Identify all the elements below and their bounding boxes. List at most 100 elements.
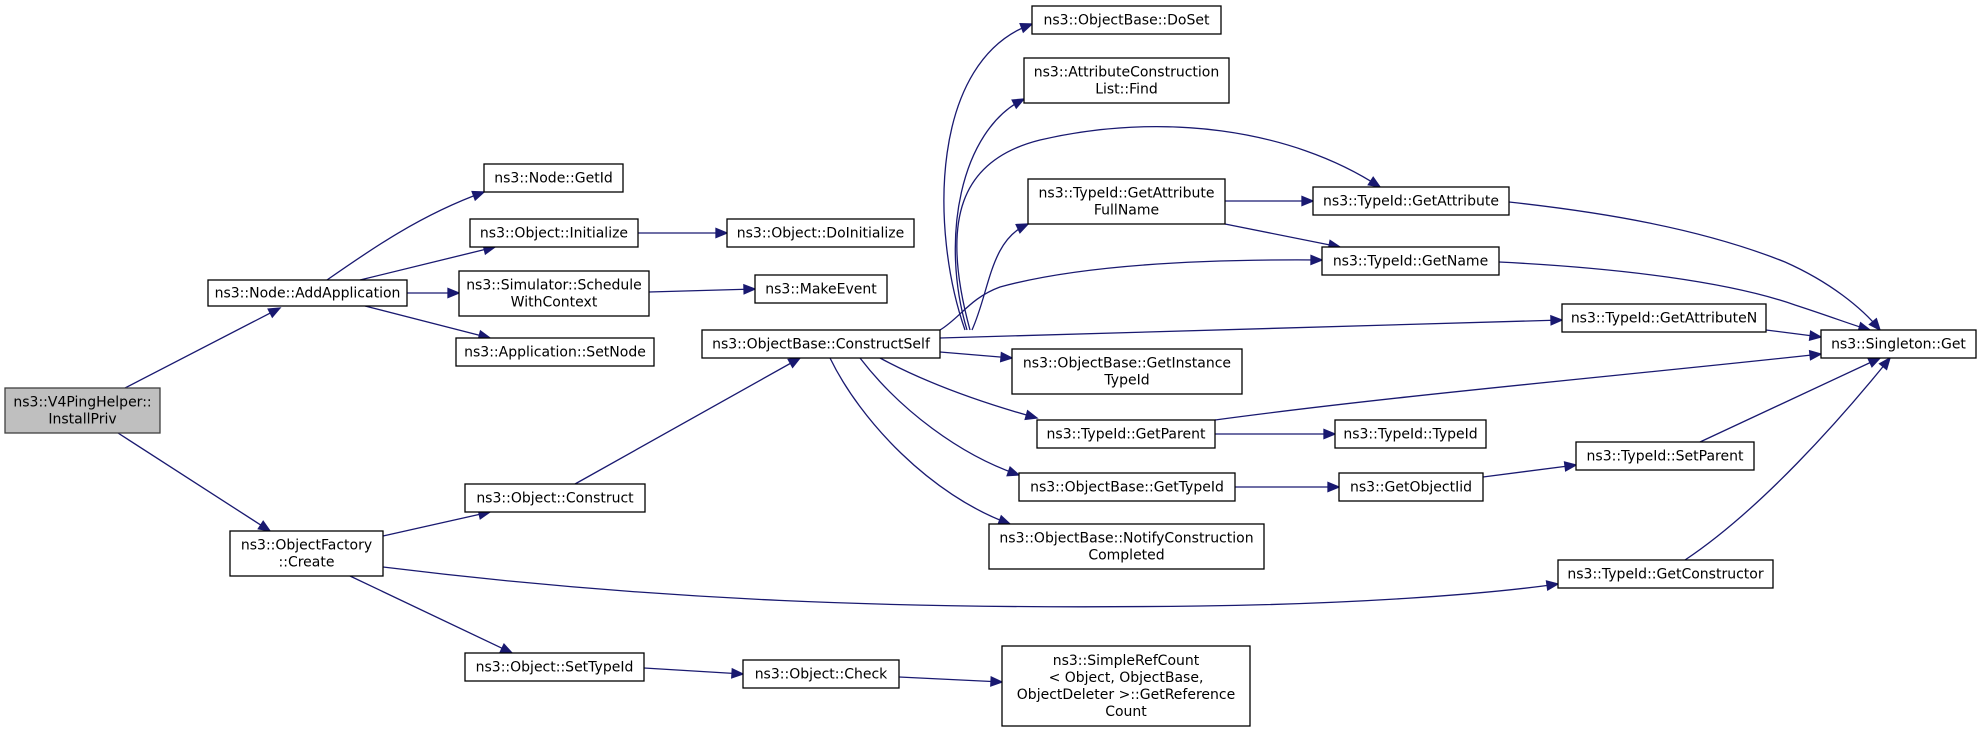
node-label: ns3::ObjectBase::ConstructSelf — [712, 337, 931, 353]
node-typeid[interactable]: ns3::TypeId::TypeId — [1334, 419, 1487, 449]
arrow-head-icon — [1006, 466, 1021, 477]
node-box — [464, 483, 646, 513]
node-box — [1312, 186, 1510, 216]
node-box — [1334, 419, 1487, 449]
node-label: ns3::AttributeConstruction — [1034, 65, 1219, 81]
arrow-head-icon — [257, 520, 272, 532]
node-box — [1001, 645, 1251, 727]
node-simplerefcount[interactable]: ns3::SimpleRefCount< Object, ObjectBase,… — [1001, 645, 1251, 727]
node-setparent[interactable]: ns3::TypeId::SetParent — [1575, 441, 1755, 471]
edge-line — [943, 23, 1033, 331]
edge-line — [643, 667, 744, 675]
arrow-head-icon — [715, 227, 729, 239]
edge-line — [1224, 223, 1341, 248]
node-label: ns3::Application::SetNode — [464, 345, 646, 361]
edge-line — [364, 305, 491, 339]
node-obgettypeid[interactable]: ns3::ObjectBase::GetTypeId — [1018, 472, 1236, 502]
edge-line — [1498, 261, 1871, 331]
node-getparent[interactable]: ns3::TypeId::GetParent — [1036, 419, 1216, 449]
edge-constructself-to-notify — [829, 357, 1012, 526]
node-label: ::Create — [279, 555, 335, 571]
node-install[interactable]: ns3::V4PingHelper::InstallPriv — [4, 387, 161, 434]
node-label: WithContext — [511, 295, 598, 311]
edge-addapp-to-getid — [326, 190, 486, 281]
node-box — [1575, 441, 1755, 471]
edge-setparent-to-singleton — [1699, 357, 1882, 443]
node-initialize[interactable]: ns3::Object::Initialize — [469, 218, 639, 248]
node-label: ns3::GetObjectIid — [1350, 480, 1472, 496]
edge-line — [574, 357, 801, 485]
node-label: ns3::Object::SetTypeId — [476, 660, 634, 676]
node-getid[interactable]: ns3::Node::GetId — [483, 163, 624, 193]
node-box — [1561, 303, 1767, 333]
node-settypeid[interactable]: ns3::Object::SetTypeId — [464, 652, 645, 682]
edge-constructself-to-getattrfull — [971, 223, 1030, 331]
node-constructself[interactable]: ns3::ObjectBase::ConstructSelf — [701, 329, 941, 359]
edge-getattr-to-singleton — [1508, 201, 1882, 332]
node-doset[interactable]: ns3::ObjectBase::DoSet — [1031, 5, 1222, 35]
arrow-head-icon — [1878, 356, 1892, 371]
edge-obgettypeid-to-getobjectiid — [1235, 481, 1341, 493]
arrow-head-icon — [1367, 176, 1382, 188]
node-label: ns3::Node::GetId — [494, 171, 612, 187]
edge-line — [954, 98, 1025, 331]
node-notify[interactable]: ns3::ObjectBase::NotifyConstructionCompl… — [988, 523, 1265, 570]
edge-constructself-to-getname — [939, 254, 1324, 331]
edge-constructself-to-getinst — [939, 351, 1014, 363]
arrow-head-icon — [787, 357, 802, 369]
node-getname[interactable]: ns3::TypeId::GetName — [1321, 246, 1500, 276]
edge-line — [1699, 357, 1881, 443]
node-label: List::Find — [1095, 82, 1158, 98]
node-getconstructor[interactable]: ns3::TypeId::GetConstructor — [1557, 559, 1774, 589]
arrow-head-icon — [1301, 195, 1315, 207]
node-label: ns3::Simulator::Schedule — [466, 278, 642, 294]
edge-getattrn-to-singleton — [1765, 329, 1823, 341]
node-label: ObjectDeleter >::GetReference — [1017, 687, 1235, 703]
node-getobjectiid[interactable]: ns3::GetObjectIid — [1338, 472, 1484, 502]
node-addapp[interactable]: ns3::Node::AddApplication — [207, 279, 408, 307]
node-label: ns3::ObjectBase::DoSet — [1044, 13, 1210, 29]
node-label: ns3::Object::Initialize — [480, 226, 628, 242]
node-label: ns3::Object::Construct — [476, 491, 634, 507]
node-box — [1011, 348, 1243, 395]
arrow-head-icon — [1545, 580, 1560, 592]
arrow-head-icon — [1563, 461, 1578, 472]
edge-constructself-to-aclfind — [954, 98, 1026, 331]
edge-constructself-to-getattr — [956, 126, 1382, 331]
node-box — [1338, 472, 1484, 502]
node-label: ns3::TypeId::SetParent — [1587, 449, 1744, 465]
edge-constructself-to-getparent — [879, 357, 1039, 421]
node-construct[interactable]: ns3::Object::Construct — [464, 483, 646, 513]
node-singleton[interactable]: ns3::Singleton::Get — [1820, 329, 1977, 359]
edge-settypeid-to-check — [643, 667, 745, 679]
edge-getparent-to-typeid — [1215, 428, 1337, 440]
arrow-head-icon — [743, 283, 757, 295]
node-getattr[interactable]: ns3::TypeId::GetAttribute — [1312, 186, 1510, 216]
node-setnode[interactable]: ns3::Application::SetNode — [455, 337, 655, 367]
node-box — [988, 523, 1265, 570]
edge-constructself-to-doset — [943, 22, 1034, 331]
node-box — [701, 329, 941, 359]
arrow-head-icon — [1808, 349, 1823, 361]
node-check[interactable]: ns3::Object::Check — [742, 659, 900, 689]
arrow-head-icon — [267, 307, 282, 319]
node-doinit[interactable]: ns3::Object::DoInitialize — [726, 218, 915, 248]
node-makeevent[interactable]: ns3::MakeEvent — [754, 274, 888, 304]
node-label: InstallPriv — [48, 412, 116, 428]
edge-getattrfull-to-getattr — [1225, 195, 1315, 207]
edge-line — [939, 319, 1563, 339]
node-label: ns3::Singleton::Get — [1831, 337, 1966, 353]
node-label: Count — [1105, 704, 1147, 720]
node-box — [1018, 472, 1236, 502]
node-label: ns3::TypeId::GetAttributeN — [1571, 311, 1757, 327]
node-ofcreate[interactable]: ns3::ObjectFactory::Create — [229, 530, 384, 577]
arrow-head-icon — [499, 643, 514, 654]
node-getattrn[interactable]: ns3::TypeId::GetAttributeN — [1561, 303, 1767, 333]
edge-getattrfull-to-getname — [1224, 223, 1342, 251]
arrow-head-icon — [471, 190, 486, 202]
